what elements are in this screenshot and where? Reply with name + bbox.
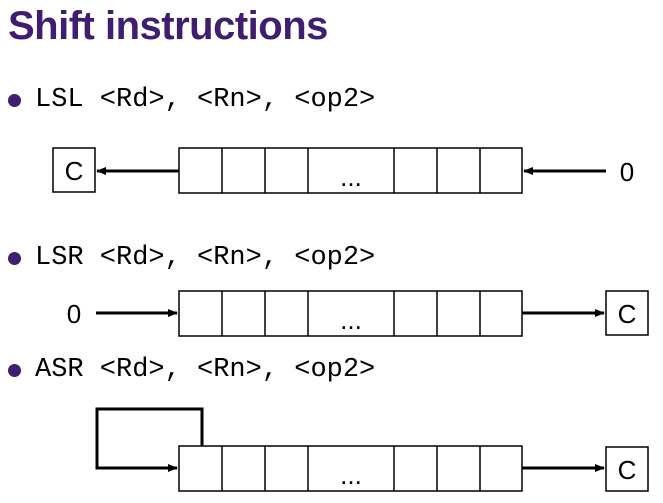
lsr-input-label: 0	[67, 299, 81, 329]
lsl-syntax: LSL <Rd>, <Rn>, <op2>	[35, 85, 376, 115]
asr-bullet-row: ASR <Rd>, <Rn>, <op2>	[8, 352, 375, 388]
asr-register: ...	[178, 445, 523, 492]
lsr-ellipsis: ...	[340, 305, 362, 335]
bullet-icon	[8, 93, 21, 107]
lsr-register: ...	[178, 290, 523, 337]
lsr-diagram: ... 0 C	[67, 290, 649, 337]
asr-ellipsis: ...	[340, 460, 362, 490]
asr-diagram: ... C	[95, 407, 649, 492]
lsl-carry-box: C	[52, 147, 96, 193]
lsr-carry-box: C	[605, 290, 649, 336]
lsl-ellipsis: ...	[340, 162, 362, 192]
lsr-bullet-row: LSR <Rd>, <Rn>, <op2>	[8, 240, 375, 276]
asr-carry-box: C	[605, 446, 649, 492]
lsl-carry-label: C	[65, 156, 84, 186]
bullet-icon	[8, 363, 21, 377]
asr-syntax: ASR <Rd>, <Rn>, <op2>	[35, 355, 376, 385]
asr-sign-extend-arrow	[95, 407, 204, 472]
lsl-input-label: 0	[620, 157, 634, 187]
slide-title: Shift instructions	[8, 4, 328, 48]
lsl-diagram: ... C 0	[52, 147, 634, 194]
lsr-carry-label: C	[618, 299, 637, 329]
asr-carry-label: C	[618, 455, 637, 485]
lsl-register: ...	[178, 147, 523, 194]
bullet-icon	[8, 251, 21, 265]
lsr-syntax: LSR <Rd>, <Rn>, <op2>	[35, 243, 376, 273]
lsl-bullet-row: LSL <Rd>, <Rn>, <op2>	[8, 82, 375, 118]
